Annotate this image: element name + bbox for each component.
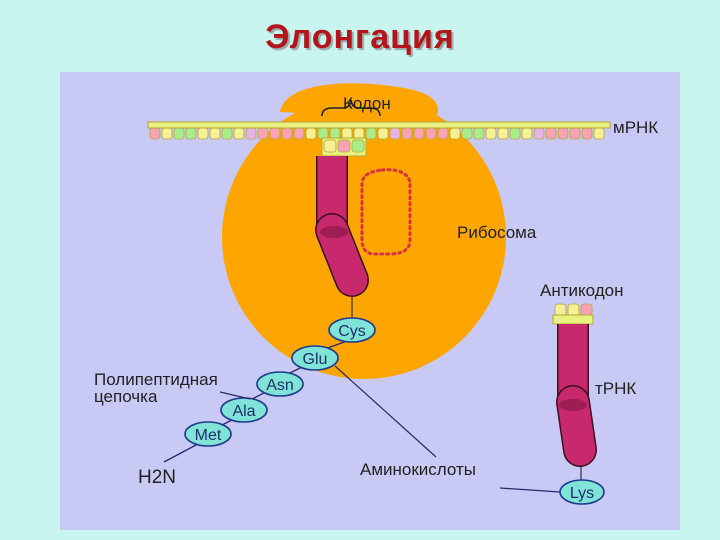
mrna-base [161, 127, 173, 140]
anticodon-base [351, 139, 365, 153]
polypeptide-label-line2: цепочка [94, 387, 158, 406]
mrna-base [221, 127, 233, 140]
codon-label: Кодон [343, 94, 391, 113]
mrna-base [365, 127, 377, 140]
incoming-trna [552, 314, 597, 480]
mrna-base [449, 127, 461, 140]
mrna-base [437, 127, 449, 140]
amino-acids-pointer-lys [499, 487, 561, 493]
mrna-base [389, 127, 401, 140]
anticodon-base [323, 139, 337, 153]
mrna-base [245, 127, 257, 140]
anticodon-base [337, 139, 351, 153]
incoming-trna-anticodon-bases [554, 303, 593, 317]
mrna-base [317, 127, 329, 140]
amino-acid-cys: Cys [328, 317, 376, 343]
mrna-label: мРНК [613, 118, 658, 137]
mrna-base [509, 127, 521, 140]
mrna-base [485, 127, 497, 140]
mrna-base [209, 127, 221, 140]
n-terminus-label: H2N [138, 467, 176, 488]
amino-acid-ala: Ala [220, 397, 268, 423]
polypeptide-label-line1: Полипептидная [94, 370, 218, 389]
slide-title: Элонгация [265, 18, 455, 56]
mrna-base [377, 127, 389, 140]
mrna-base [581, 127, 593, 140]
mrna-base [293, 127, 305, 140]
amino-acid-lys-label: Lys [570, 485, 594, 502]
mrna-base [329, 127, 341, 140]
amino-acids-label: Аминокислоты [360, 460, 476, 479]
mrna-base [473, 127, 485, 140]
amino-acid-lys: Lys [559, 479, 605, 505]
ribosome-label: Рибосома [457, 223, 537, 242]
mrna-base [557, 127, 569, 140]
mrna-base [185, 127, 197, 140]
amino-acid-label: Ala [232, 403, 255, 420]
anticodon-base [580, 303, 593, 317]
polypeptide-pointer [219, 391, 251, 400]
mrna-base [425, 127, 437, 140]
mrna-base [497, 127, 509, 140]
mrna-base [341, 127, 353, 140]
amino-acid-met: Met [184, 421, 232, 447]
mrna-base [305, 127, 317, 140]
amino-acid-asn: Asn [256, 371, 304, 397]
ribosome [222, 83, 506, 379]
amino-acid-glu: Glu [291, 345, 339, 371]
mrna-base [569, 127, 581, 140]
mrna-base [593, 127, 605, 140]
mrna-base [545, 127, 557, 140]
amino-acid-label: Cys [338, 323, 366, 340]
mrna-base [149, 127, 161, 140]
mrna-backbone [147, 121, 611, 129]
mrna-base [401, 127, 413, 140]
amino-acid-label: Glu [303, 351, 328, 368]
trna-anticodon-bases [323, 139, 365, 153]
amino-acids-pointer-glu [334, 365, 437, 458]
mrna-base [461, 127, 473, 140]
mrna-base [257, 127, 269, 140]
mrna-base [281, 127, 293, 140]
mrna-base [197, 127, 209, 140]
anticodon-base [567, 303, 580, 317]
codon-brace [321, 99, 381, 117]
anticodon-label: Антикодон [540, 281, 623, 300]
mrna-base [413, 127, 425, 140]
mrna-base [533, 127, 545, 140]
trna-label: тРНК [595, 379, 636, 398]
mrna-base [269, 127, 281, 140]
amino-acid-label: Asn [266, 377, 294, 394]
mrna-base [233, 127, 245, 140]
mrna-base [173, 127, 185, 140]
anticodon-base [554, 303, 567, 317]
amino-acid-label: Met [195, 427, 222, 444]
mrna-base [353, 127, 365, 140]
mrna-base [521, 127, 533, 140]
trna-in-ribosome [315, 137, 369, 318]
mrna-bases [149, 127, 605, 140]
